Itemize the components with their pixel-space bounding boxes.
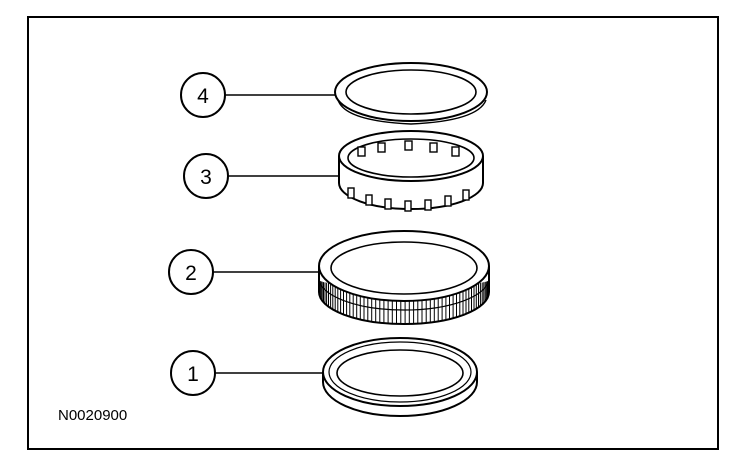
callout-2: 2 [168, 249, 320, 295]
callout-number: 4 [197, 85, 209, 108]
callout-number: 2 [185, 262, 197, 285]
callout-circle [180, 72, 226, 118]
callout-1: 1 [170, 350, 323, 396]
callout-circle [170, 350, 216, 396]
roller-cage-icon [338, 130, 484, 212]
flat-ring-icon [334, 62, 488, 125]
callout-circle [168, 249, 214, 295]
callout-number: 3 [200, 166, 212, 189]
reference-code: N0020900 [58, 407, 127, 424]
callout-3: 3 [183, 153, 339, 199]
callout-circle [183, 153, 229, 199]
thrust-washer-icon [322, 337, 478, 417]
callout-4: 4 [180, 72, 336, 118]
callout-number: 1 [187, 363, 199, 386]
knurled-race-icon [318, 230, 490, 325]
